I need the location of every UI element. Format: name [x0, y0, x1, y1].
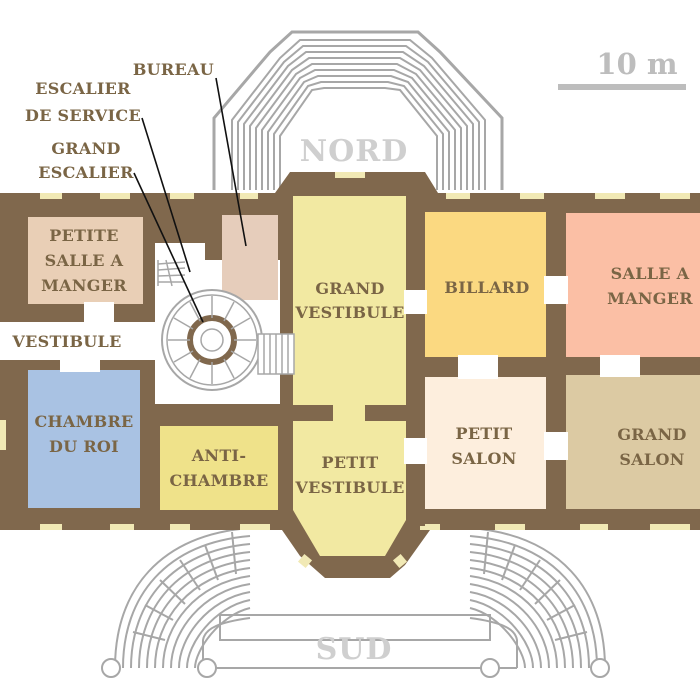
south-steps: [114, 527, 606, 669]
label-petite-salle-a-manger-2: SALLE A: [45, 251, 124, 270]
callout-leaders: [133, 77, 247, 323]
windows: [0, 172, 690, 569]
callout-escalier-service-2: DE SERVICE: [25, 106, 141, 125]
label-salle-a-manger-1: SALLE A: [611, 264, 690, 283]
room-antichambre: [160, 426, 278, 510]
label-salle-a-manger-2: MANGER: [607, 289, 693, 308]
label-petite-salle-a-manger-1: PETITE: [49, 226, 119, 245]
room-escalier-service: [155, 243, 205, 287]
label-vestibule: VESTIBULE: [11, 332, 121, 351]
label-grand-vestibule-2: VESTIBULE: [294, 303, 404, 322]
room-vestibule-central: [293, 196, 406, 556]
stair-posts: [101, 658, 610, 678]
callout-escalier-service-1: ESCALIER: [35, 79, 131, 98]
scale-label: 10 m: [596, 47, 677, 81]
rooms: [0, 196, 700, 556]
grand-escalier-stairs: [157, 259, 295, 391]
compass-north-label: NORD: [300, 134, 409, 169]
label-chambre-du-roi-1: CHAMBRE: [34, 412, 133, 431]
room-chambre-du-roi: [28, 370, 140, 508]
north-steps: [212, 30, 504, 190]
room-vestibule: [0, 322, 160, 360]
room-salle-a-manger: [566, 213, 700, 357]
label-grand-salon-1: GRAND: [617, 425, 686, 444]
label-petite-salle-a-manger-3: MANGER: [41, 276, 127, 295]
label-antichambre-2: CHAMBRE: [169, 471, 268, 490]
label-grand-salon-2: SALON: [619, 450, 684, 469]
scale-bar: 10 m: [558, 47, 686, 90]
label-petit-salon-2: SALON: [451, 449, 516, 468]
label-petit-vestibule-1: PETIT: [321, 453, 378, 472]
room-grand-salon: [566, 375, 700, 509]
room-petite-salle-a-manger: [28, 217, 143, 304]
callout-grand-escalier-1: GRAND: [51, 139, 120, 158]
room-bureau: [222, 215, 278, 300]
label-grand-vestibule-1: GRAND: [315, 279, 384, 298]
callout-grand-escalier-2: ESCALIER: [38, 163, 134, 182]
label-antichambre-1: ANTI-: [191, 446, 247, 465]
label-petit-vestibule-2: VESTIBULE: [294, 478, 404, 497]
label-petit-salon-1: PETIT: [455, 424, 512, 443]
label-billard: BILLARD: [444, 278, 529, 297]
room-petit-salon: [425, 377, 546, 509]
doors: [60, 276, 640, 464]
compass-south-label: SUD: [316, 632, 393, 667]
label-chambre-du-roi-2: DU ROI: [49, 437, 119, 456]
callout-bureau: BUREAU: [133, 60, 214, 79]
room-billard: [425, 212, 546, 357]
room-labels: PETITE SALLE A MANGER VESTIBULE CHAMBRE …: [11, 226, 693, 497]
